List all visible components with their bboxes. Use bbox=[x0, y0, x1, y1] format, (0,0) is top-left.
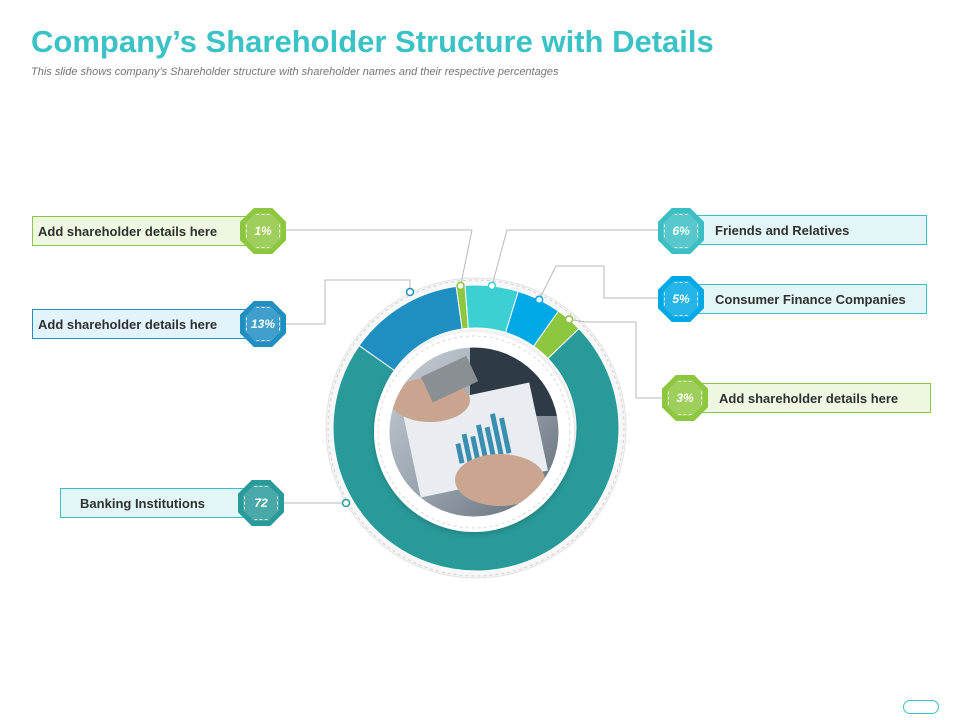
badge-consumer-finance: 5% bbox=[658, 276, 704, 322]
connector-line-2 bbox=[538, 265, 668, 300]
callout-connectors bbox=[284, 229, 668, 508]
page-subtitle: This slide shows company’s Shareholder s… bbox=[31, 66, 559, 78]
connector-dot-2 bbox=[534, 295, 544, 304]
badge-shareholder-13: 13% bbox=[240, 301, 286, 347]
badge-shareholder-3-value: 3% bbox=[667, 380, 703, 416]
donut-slice-5 bbox=[358, 285, 463, 372]
badge-shareholder-3: 3% bbox=[662, 375, 708, 421]
connector-line-5 bbox=[286, 279, 411, 325]
connector-line-1 bbox=[491, 229, 658, 287]
label-shareholder-1: Add shareholder details here bbox=[32, 216, 262, 246]
badge-shareholder-1: 1% bbox=[240, 208, 286, 254]
connector-dot-4 bbox=[341, 498, 351, 508]
badge-banking-institutions: 72 bbox=[238, 480, 284, 526]
badge-consumer-finance-value: 5% bbox=[663, 281, 699, 317]
connector-line-0 bbox=[286, 229, 473, 286]
label-banking-institutions: Banking Institutions bbox=[60, 488, 260, 518]
connector-dot-1 bbox=[487, 281, 497, 291]
slide-number-tag bbox=[903, 700, 939, 714]
badge-banking-institutions-value: 72 bbox=[243, 485, 279, 521]
connector-line-3 bbox=[568, 318, 662, 399]
connector-dot-0 bbox=[456, 281, 465, 291]
label-shareholder-3: Add shareholder details here bbox=[672, 383, 931, 413]
badge-friends-relatives-value: 6% bbox=[663, 213, 699, 249]
label-shareholder-13: Add shareholder details here bbox=[32, 309, 262, 339]
badge-shareholder-1-value: 1% bbox=[245, 213, 281, 249]
connector-dot-5 bbox=[405, 287, 415, 297]
badge-shareholder-13-value: 13% bbox=[245, 306, 281, 342]
badge-friends-relatives: 6% bbox=[658, 208, 704, 254]
donut-inner-dash bbox=[377, 335, 571, 529]
page-title: Company’s Shareholder Structure with Det… bbox=[31, 24, 714, 59]
connector-dot-3 bbox=[564, 315, 574, 324]
donut-outer-ring-dash bbox=[327, 279, 625, 577]
label-friends-relatives: Friends and Relatives bbox=[668, 215, 927, 245]
label-consumer-finance: Consumer Finance Companies bbox=[668, 284, 927, 314]
